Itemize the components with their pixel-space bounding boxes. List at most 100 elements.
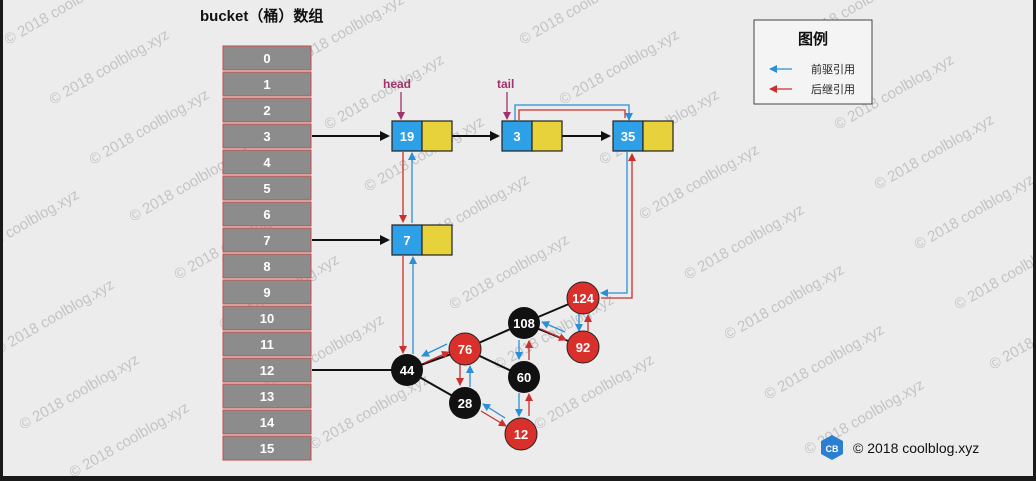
node-key: 3	[513, 129, 520, 144]
watermark: © 2018 coolblog.xyz	[17, 351, 143, 433]
tree-node-key: 124	[572, 291, 594, 306]
watermark: © 2018 coolblog.xyz	[3, 186, 82, 268]
bucket-index: 2	[263, 103, 270, 118]
prev-arrow	[421, 343, 448, 357]
bucket-cell: 12	[222, 357, 312, 383]
bucket-cell: 13	[222, 383, 312, 409]
node-key: 7	[403, 233, 410, 248]
legend-next-label: 后继引用	[811, 82, 855, 96]
bucket-index: 3	[263, 129, 270, 144]
bucket-cell: 6	[222, 201, 312, 227]
list-node: 7	[391, 224, 453, 256]
watermark: © 2018 coolblog.xyz	[532, 351, 658, 433]
watermark: © 2018 coolblog.xyz	[67, 399, 193, 476]
watermark: © 2018 coolblog.xyz	[87, 86, 213, 168]
bucket-index: 14	[260, 415, 275, 430]
watermark: © 2018 coolblog.xyz	[637, 141, 763, 223]
bucket-cell: 9	[222, 279, 312, 305]
bucket-index: 9	[263, 285, 270, 300]
tree-node-key: 28	[458, 396, 472, 411]
tree-node: 60	[508, 361, 540, 393]
watermark: © 2018 coolblog.xyz	[3, 0, 127, 48]
page-title: bucket（桶）数组	[200, 7, 323, 25]
tree-node-key: 60	[517, 370, 531, 385]
copyright: © 2018 coolblog.xyz	[853, 440, 979, 456]
tail-label: tail	[497, 77, 514, 91]
bucket-index: 4	[263, 155, 271, 170]
tree-node-key: 92	[576, 340, 590, 355]
next-arrow-3-35-line	[518, 109, 626, 120]
watermark-layer: © 2018 coolblog.xyz © 2018 coolblog.xyz …	[3, 0, 1033, 476]
bucket-index: 8	[263, 259, 270, 274]
legend-prev-label: 前驱引用	[811, 62, 855, 76]
bucket-index: 1	[263, 77, 270, 92]
tree-node: 124	[566, 281, 600, 315]
bucket-index: 10	[260, 311, 274, 326]
prev-arrow-35-3	[514, 104, 633, 122]
bucket-index: 0	[263, 51, 270, 66]
watermark: © 2018 coolblog.xyz	[3, 276, 117, 358]
bucket-index: 12	[260, 363, 274, 378]
bucket-cell: 0	[222, 45, 312, 71]
list-node: 3	[501, 120, 563, 152]
bucket-cell: 15	[222, 435, 312, 461]
bucket-cell: 3	[222, 123, 312, 149]
bucket-cell: 4	[222, 149, 312, 175]
bucket-cell: 7	[222, 227, 312, 253]
logo-icon	[821, 435, 843, 460]
tree-node: 76	[448, 332, 482, 366]
footer: CB © 2018 coolblog.xyz	[821, 435, 979, 460]
bucket-index: 15	[260, 441, 274, 456]
tree-node-key: 108	[513, 316, 535, 331]
watermark: © 2018 coolblog.xyz	[47, 26, 173, 108]
legend: 图例 前驱引用 后继引用	[753, 19, 873, 105]
watermark: © 2018 coolblog.xyz	[872, 111, 998, 193]
bucket-index: 5	[263, 181, 270, 196]
node-key: 35	[621, 129, 635, 144]
watermark: © 2018 coolblog.xyz	[682, 201, 808, 283]
bucket-index: 6	[263, 207, 270, 222]
bucket-cell: 8	[222, 253, 312, 279]
next-arrow-124-35	[601, 153, 636, 299]
node-key: 19	[400, 129, 414, 144]
tree-node-key: 76	[458, 342, 472, 357]
tree-node: 44	[391, 354, 423, 386]
bucket-cell: 1	[222, 71, 312, 97]
head-label: head	[383, 77, 411, 91]
next-arrow	[480, 410, 507, 427]
legend-title: 图例	[798, 30, 828, 48]
tree-links	[421, 314, 592, 427]
watermark: © 2018 coolblog.xyz	[447, 231, 573, 313]
tree-node-key: 44	[400, 363, 415, 378]
tree-node: 108	[508, 307, 540, 339]
watermark: © 2018 coolblog.xyz	[517, 0, 643, 48]
next-arrow	[540, 328, 567, 341]
bucket-cell: 2	[222, 97, 312, 123]
bucket-index: 11	[260, 337, 274, 352]
watermark: © 2018 coolblog.xyz	[557, 26, 683, 108]
hashmap-diagram: © 2018 coolblog.xyz © 2018 coolblog.xyz …	[3, 0, 1033, 476]
bucket-cell: 5	[222, 175, 312, 201]
prev-arrow	[482, 403, 506, 419]
watermark: © 2018 coolblog.xyz	[762, 321, 888, 403]
tree-node-key: 12	[514, 427, 528, 442]
bucket-cell: 10	[222, 305, 312, 331]
tree-node: 12	[504, 417, 538, 451]
prev-arrow-35-124	[600, 152, 628, 297]
list-node: 19	[391, 120, 453, 152]
watermark: © 2018 coolblog.xyz	[987, 291, 1034, 373]
watermark: © 2018 coolblog.xyz	[722, 261, 848, 343]
bucket-cell: 14	[222, 409, 312, 435]
logo-text: CB	[826, 444, 839, 454]
tree-node: 92	[566, 330, 600, 364]
prev-arrow	[541, 321, 566, 333]
bucket-index: 7	[263, 233, 270, 248]
watermark: © 2018 coolblog.xyz	[912, 171, 1034, 253]
bucket-cell: 11	[222, 331, 312, 357]
list-node: 35	[612, 120, 674, 152]
bucket-array: 0 1 2 3 4 5 6 7 8 9 10 11 12 13 14 15	[222, 45, 312, 461]
bucket-index: 13	[260, 389, 274, 404]
next-arrow	[423, 351, 450, 364]
watermark: © 2018 coolblog.xyz	[952, 231, 1034, 313]
diagram-canvas: © 2018 coolblog.xyz © 2018 coolblog.xyz …	[3, 0, 1033, 476]
